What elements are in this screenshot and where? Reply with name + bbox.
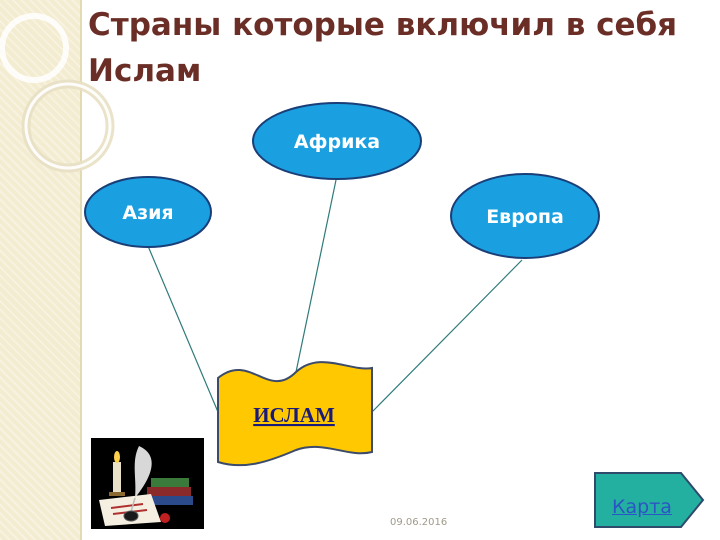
decorative-rings bbox=[0, 13, 115, 173]
node-africa: Африка bbox=[252, 102, 422, 180]
connector-africa bbox=[295, 179, 337, 373]
node-africa-label: Африка bbox=[294, 131, 380, 153]
center-label: ИСЛАМ bbox=[253, 403, 335, 427]
map-button-label[interactable]: Карта bbox=[612, 496, 672, 518]
slide-date: 09.06.2016 bbox=[390, 517, 448, 528]
node-asia-label: Азия bbox=[122, 202, 173, 224]
center-banner-islam: ИСЛАМ bbox=[217, 361, 373, 467]
sidebar-edge bbox=[80, 0, 82, 540]
node-europe-label: Европа bbox=[486, 206, 564, 228]
connector-europe bbox=[371, 259, 523, 413]
quill-books-image bbox=[91, 438, 204, 529]
map-button-shape bbox=[594, 472, 705, 528]
connector-asia bbox=[147, 245, 219, 413]
node-europe: Европа bbox=[450, 173, 600, 259]
node-asia: Азия bbox=[84, 176, 212, 248]
slide-title: Страны которые включил в себя Ислам bbox=[88, 7, 678, 89]
quill-books-candle-icon bbox=[91, 438, 204, 529]
